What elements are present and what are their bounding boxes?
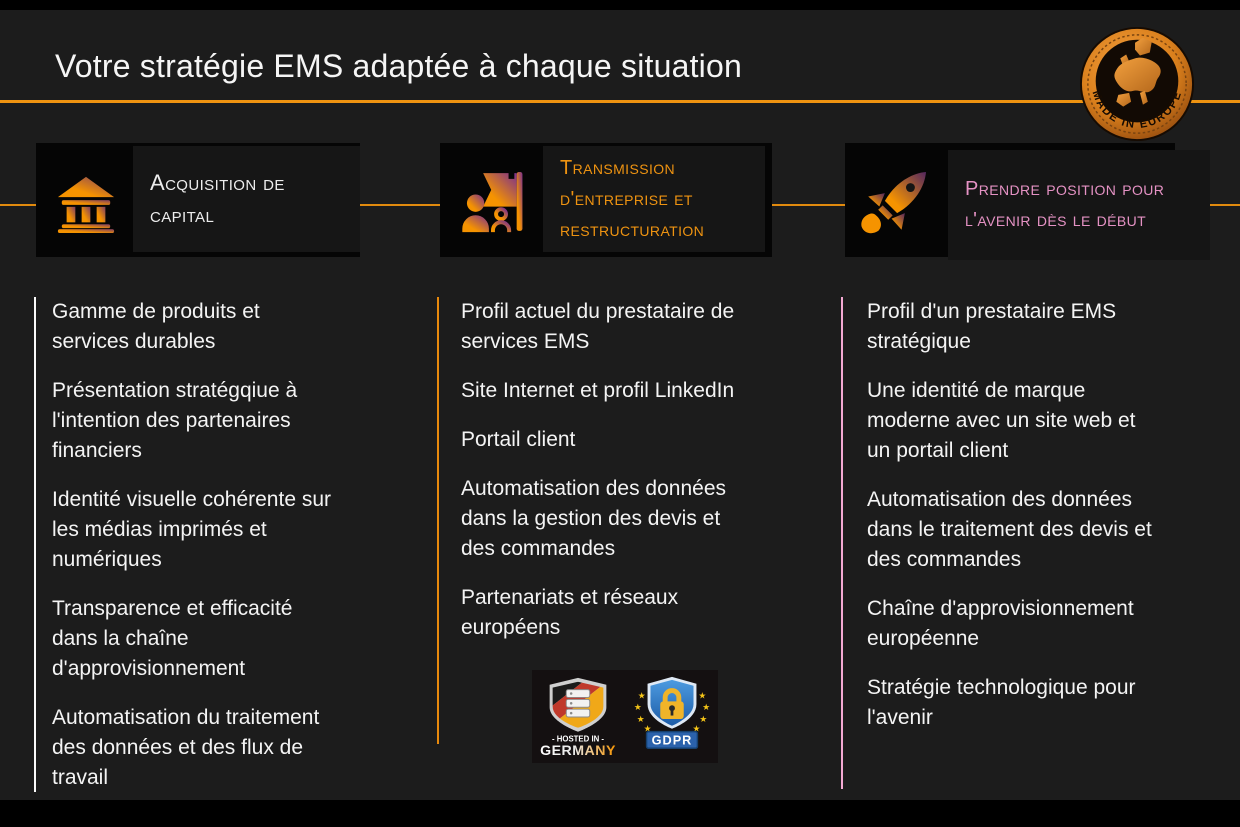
trust-badges-box: - HOSTED IN - GERMANY ★★★★ ★★★★ GDPR [532,670,718,763]
svg-text:★: ★ [699,714,707,724]
made-in-europe-badge: MADE IN EUROPE [1078,25,1196,143]
list-item: Transparence et efficacité dans la chaîn… [52,597,293,680]
header-title-text: Transmission d'entreprise et restructura… [560,156,705,241]
page-title: Votre stratégie EMS adaptée à chaque sit… [55,48,742,84]
list-item: Portail client [461,428,576,451]
svg-text:★: ★ [637,714,645,724]
list-item: Site Internet et profil LinkedIn [461,379,735,402]
list-item: Automatisation des données dans la gesti… [461,477,727,560]
gdpr-label: GDPR [652,732,693,747]
bank-icon [55,171,117,238]
hosted-in-germany-badge: - HOSTED IN - GERMANY [540,677,616,759]
hosted-in-label: - HOSTED IN - [552,734,604,743]
svg-text:★: ★ [644,724,652,734]
germany-label: GERMANY [540,743,616,759]
svg-text:★: ★ [698,691,706,701]
svg-text:★: ★ [634,703,642,713]
people-flag-icon [460,160,534,249]
list-item: Gamme de produits et services durables [52,300,260,353]
rocket-icon [856,160,936,249]
list-item: Automatisation des données dans le trait… [867,488,1152,571]
header-title-transmission: Transmission d'entreprise et restructura… [543,146,765,252]
column-capital-list: Gamme de produits et services durables P… [34,297,354,792]
top-black-bar [0,0,1240,10]
list-item: Partenariats et réseaux européens [461,586,679,639]
svg-text:★: ★ [692,724,700,734]
list-item: Une identité de marque moderne avec un s… [867,379,1136,462]
column-future-list: Profil d'un prestataire EMS stratégique … [841,297,1171,789]
list-item: Stratégie technologique pour l'avenir [867,676,1136,729]
europe-medallion-icon: MADE IN EUROPE [1079,26,1195,142]
list-item: Présentation stratégqiue à l'intention d… [52,379,298,462]
header-title-future: Prendre position pour l'avenir dès le dé… [948,150,1210,260]
eu-stars: ★★★★ ★★★★ [634,691,710,734]
header-title-text: Prendre position pour l'avenir dès le dé… [965,178,1165,231]
title-underline [0,100,1240,103]
header-title-capital: Acquisition de capital [133,146,360,252]
svg-text:★: ★ [702,703,710,713]
list-item: Profil actuel du prestataire de services… [461,300,735,353]
bottom-black-bar [0,800,1240,827]
list-item: Profil d'un prestataire EMS stratégique [867,300,1117,353]
header-title-text: Acquisition de capital [150,170,285,227]
column-transmission-list: Profil actuel du prestataire de services… [437,297,757,744]
list-item: Identité visuelle cohérente sur les médi… [52,488,331,571]
svg-text:★: ★ [638,691,646,701]
gdpr-badge: ★★★★ ★★★★ GDPR [634,676,710,749]
list-item: Automatisation du traitement des données… [52,706,320,789]
list-item: Chaîne d'approvisionnement européenne [867,597,1134,650]
europe-map-shape [1114,37,1161,107]
